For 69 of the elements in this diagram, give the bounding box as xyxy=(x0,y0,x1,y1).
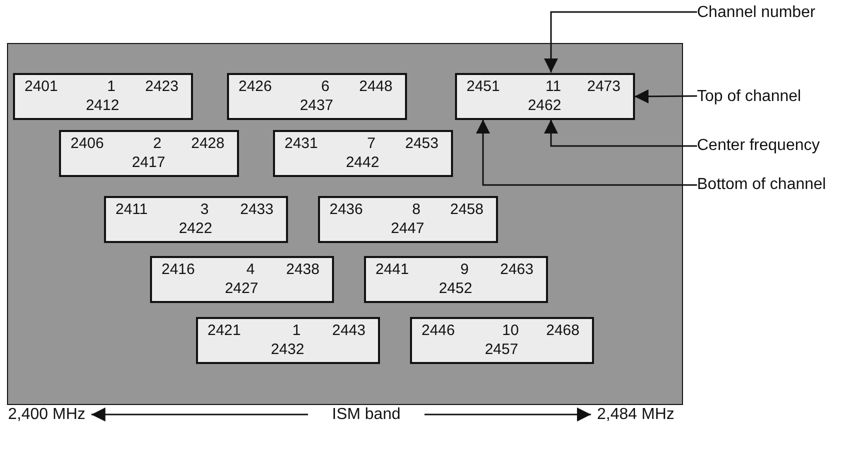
upper-frequency: 2463 xyxy=(500,260,534,278)
lower-frequency: 2426 xyxy=(238,78,272,94)
center-frequency: 2462 xyxy=(528,96,562,114)
channel-box xyxy=(226,72,406,120)
center-frequency: 2422 xyxy=(178,220,212,236)
arrow xyxy=(91,408,308,422)
upper-frequency: 2468 xyxy=(546,322,580,338)
leader-line xyxy=(544,120,697,147)
center-frequency: 2427 xyxy=(224,280,258,296)
channel-number: 7 xyxy=(367,134,376,152)
center-frequency: 2432 xyxy=(270,340,304,358)
channel-box xyxy=(58,130,238,176)
leader-line xyxy=(634,89,697,104)
lower-frequency: 2401 xyxy=(24,78,58,94)
band-label: 2,484 MHz xyxy=(597,405,674,424)
upper-frequency: 2438 xyxy=(286,260,320,278)
center-frequency: 2412 xyxy=(86,96,120,114)
upper-frequency: 2428 xyxy=(191,134,224,152)
channel-number: 1 xyxy=(107,78,116,94)
channel-number: 4 xyxy=(246,260,255,278)
upper-frequency: 2473 xyxy=(587,78,620,94)
band-label: ISM band xyxy=(332,405,400,424)
arrow xyxy=(424,408,591,422)
leader-line xyxy=(544,11,697,72)
upper-frequency: 2448 xyxy=(359,78,392,94)
channel-number: 2 xyxy=(153,134,162,152)
lower-frequency: 2431 xyxy=(284,134,318,152)
channel-number: 10 xyxy=(502,322,519,338)
lower-frequency: 2436 xyxy=(330,200,363,218)
center-frequency: 2417 xyxy=(132,154,166,170)
annotation-label: Bottom of channel xyxy=(697,175,826,194)
channel-box xyxy=(454,72,634,120)
annotation-label: Center frequency xyxy=(697,136,820,155)
channel-box xyxy=(272,130,452,176)
channel-number: 1 xyxy=(292,322,301,338)
lower-frequency: 2421 xyxy=(208,322,241,338)
center-frequency: 2442 xyxy=(346,154,380,170)
channel-box xyxy=(318,196,498,242)
lower-frequency: 2441 xyxy=(376,260,409,278)
center-frequency: 2457 xyxy=(484,340,518,358)
channel-number: 11 xyxy=(546,78,562,94)
lower-frequency: 2451 xyxy=(466,78,500,94)
lower-frequency: 2411 xyxy=(116,200,148,218)
upper-frequency: 2433 xyxy=(240,200,274,218)
channel-box xyxy=(364,256,548,302)
lower-frequency: 2416 xyxy=(162,260,195,278)
band-label: 2,400 MHz xyxy=(8,405,86,424)
center-frequency: 2437 xyxy=(300,96,334,114)
center-frequency: 2452 xyxy=(438,280,472,296)
channel-number: 8 xyxy=(412,200,420,218)
upper-frequency: 2443 xyxy=(332,322,366,338)
upper-frequency: 2458 xyxy=(450,200,484,218)
annotation-label: Channel number xyxy=(697,3,816,22)
channel-box xyxy=(104,196,288,242)
center-frequency: 2447 xyxy=(390,220,424,236)
channel-box xyxy=(12,72,192,120)
lower-frequency: 2406 xyxy=(70,134,104,152)
leader-line xyxy=(476,120,697,186)
channel-box xyxy=(410,316,594,364)
upper-frequency: 2423 xyxy=(145,78,178,94)
lower-frequency: 2446 xyxy=(422,322,455,338)
upper-frequency: 2453 xyxy=(405,134,438,152)
channel-number: 3 xyxy=(200,200,209,218)
band-panel xyxy=(7,43,683,405)
annotation-label: Top of channel xyxy=(697,87,802,106)
channel-number: 6 xyxy=(321,78,330,94)
channel-box xyxy=(150,256,334,302)
channel-number: 9 xyxy=(460,260,469,278)
channel-box xyxy=(196,316,380,364)
